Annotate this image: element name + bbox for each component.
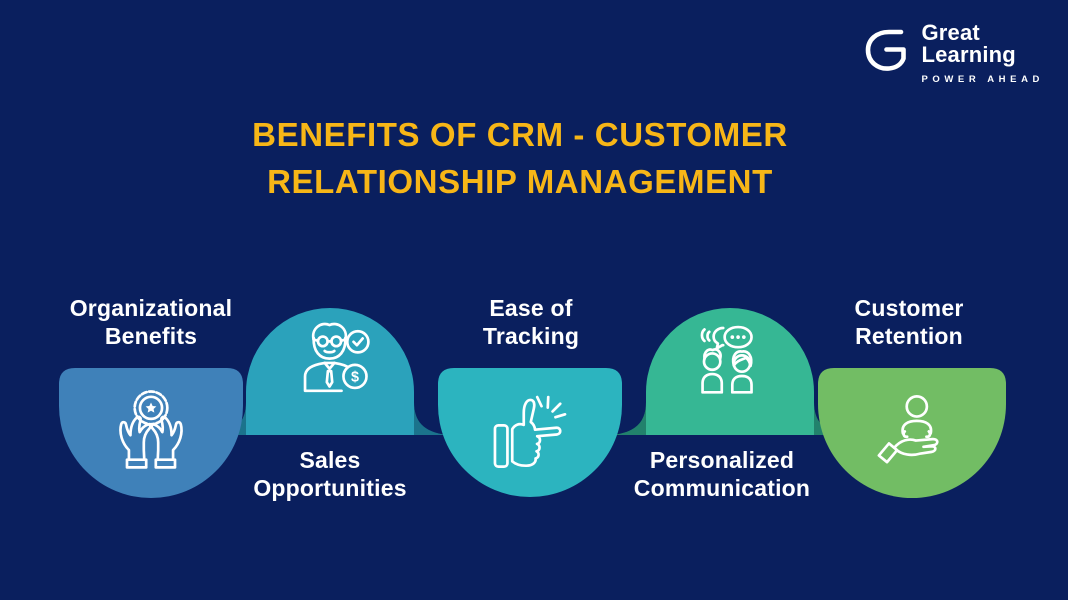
page-title: BENEFITS OF CRM - CUSTOMER RELATIONSHIP …: [252, 116, 788, 200]
hand-holding-person-icon: [862, 382, 962, 478]
benefit-label-personalized-communication: Personalized Communication: [633, 447, 811, 502]
benefit-label-ease-of-tracking: Ease of Tracking: [482, 295, 580, 350]
logo-name: Great Learning: [921, 20, 1016, 68]
people-chat-icon: [676, 316, 780, 412]
logo-text: Great Learning POWER AHEAD: [921, 20, 1044, 85]
benefits-band: Organizational Benefits Sales Opportunit…: [0, 280, 1068, 520]
svg-text:$: $: [351, 370, 359, 386]
benefit-shape-5: [818, 368, 1006, 498]
great-learning-g-icon: [866, 29, 907, 71]
benefit-shape-1: [59, 368, 243, 498]
snapping-hand-icon: [478, 386, 582, 482]
hands-holding-badge-icon: [103, 380, 199, 476]
logo-tagline: POWER AHEAD: [921, 73, 1044, 85]
benefit-label-customer-retention: Customer Retention: [854, 295, 964, 350]
salesperson-clock-dollar-icon: $: [280, 314, 380, 410]
great-learning-logo: Great Learning POWER AHEAD: [860, 20, 1044, 85]
benefit-label-organizational-benefits: Organizational Benefits: [69, 295, 233, 350]
benefit-label-sales-opportunities: Sales Opportunities: [253, 447, 407, 502]
benefit-shape-3: [438, 368, 622, 497]
benefit-shapes: [59, 308, 1006, 498]
